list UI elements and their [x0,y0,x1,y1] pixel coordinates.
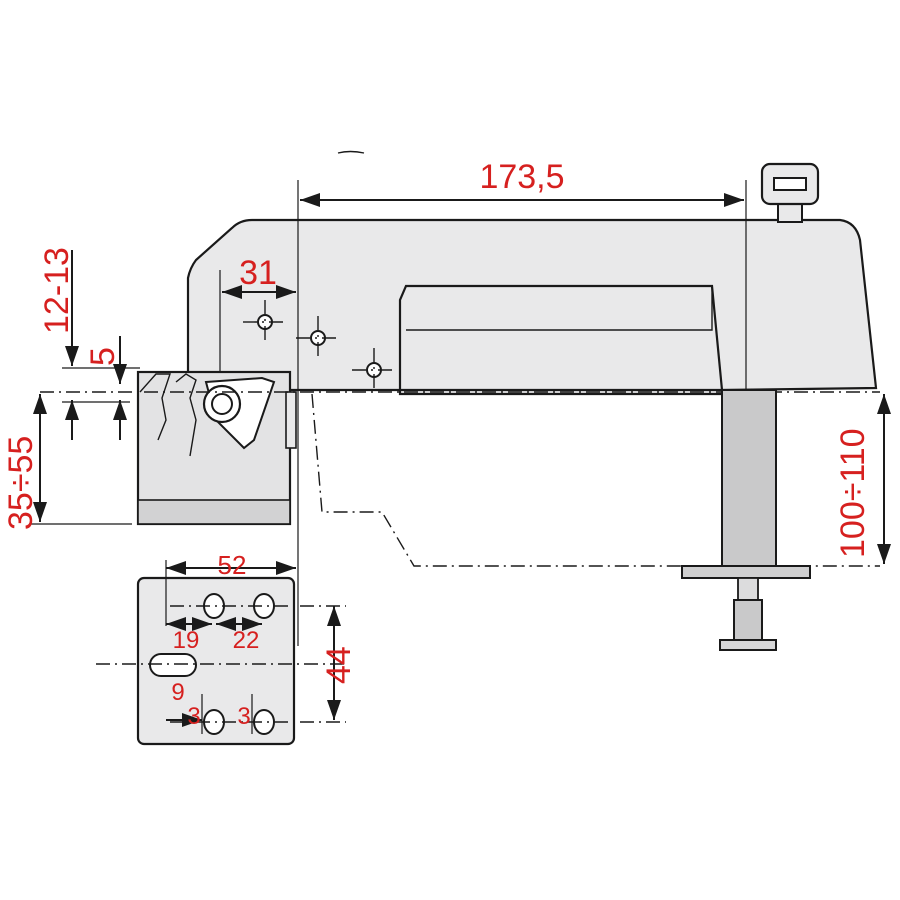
jaw-block [136,370,297,526]
opening-edge [406,285,713,331]
workpiece-outline [311,393,880,567]
top-mark [337,150,365,154]
dim-100-110: 100÷110 [834,428,872,558]
lock-icon [760,162,820,223]
dim-31: 31 [239,254,277,292]
base-plate-view [96,576,346,746]
dim-35-55: 35÷55 [2,436,40,530]
dim-5: 5 [84,347,122,366]
dim-9: 9 [171,679,184,706]
clamp-body [186,218,878,396]
dim-3-right: 3 [237,703,250,730]
dim-12-13: 12-13 [38,247,76,334]
support-column [681,389,811,651]
dim-3-left: 3 [187,703,200,730]
opening-side [711,285,723,391]
dim-44: 44 [320,646,358,684]
mounting-holes [243,300,396,392]
dim-173: 173,5 [479,158,564,196]
dim-22: 22 [233,627,260,654]
dim-52: 52 [218,550,247,580]
dim-19: 19 [173,627,200,654]
